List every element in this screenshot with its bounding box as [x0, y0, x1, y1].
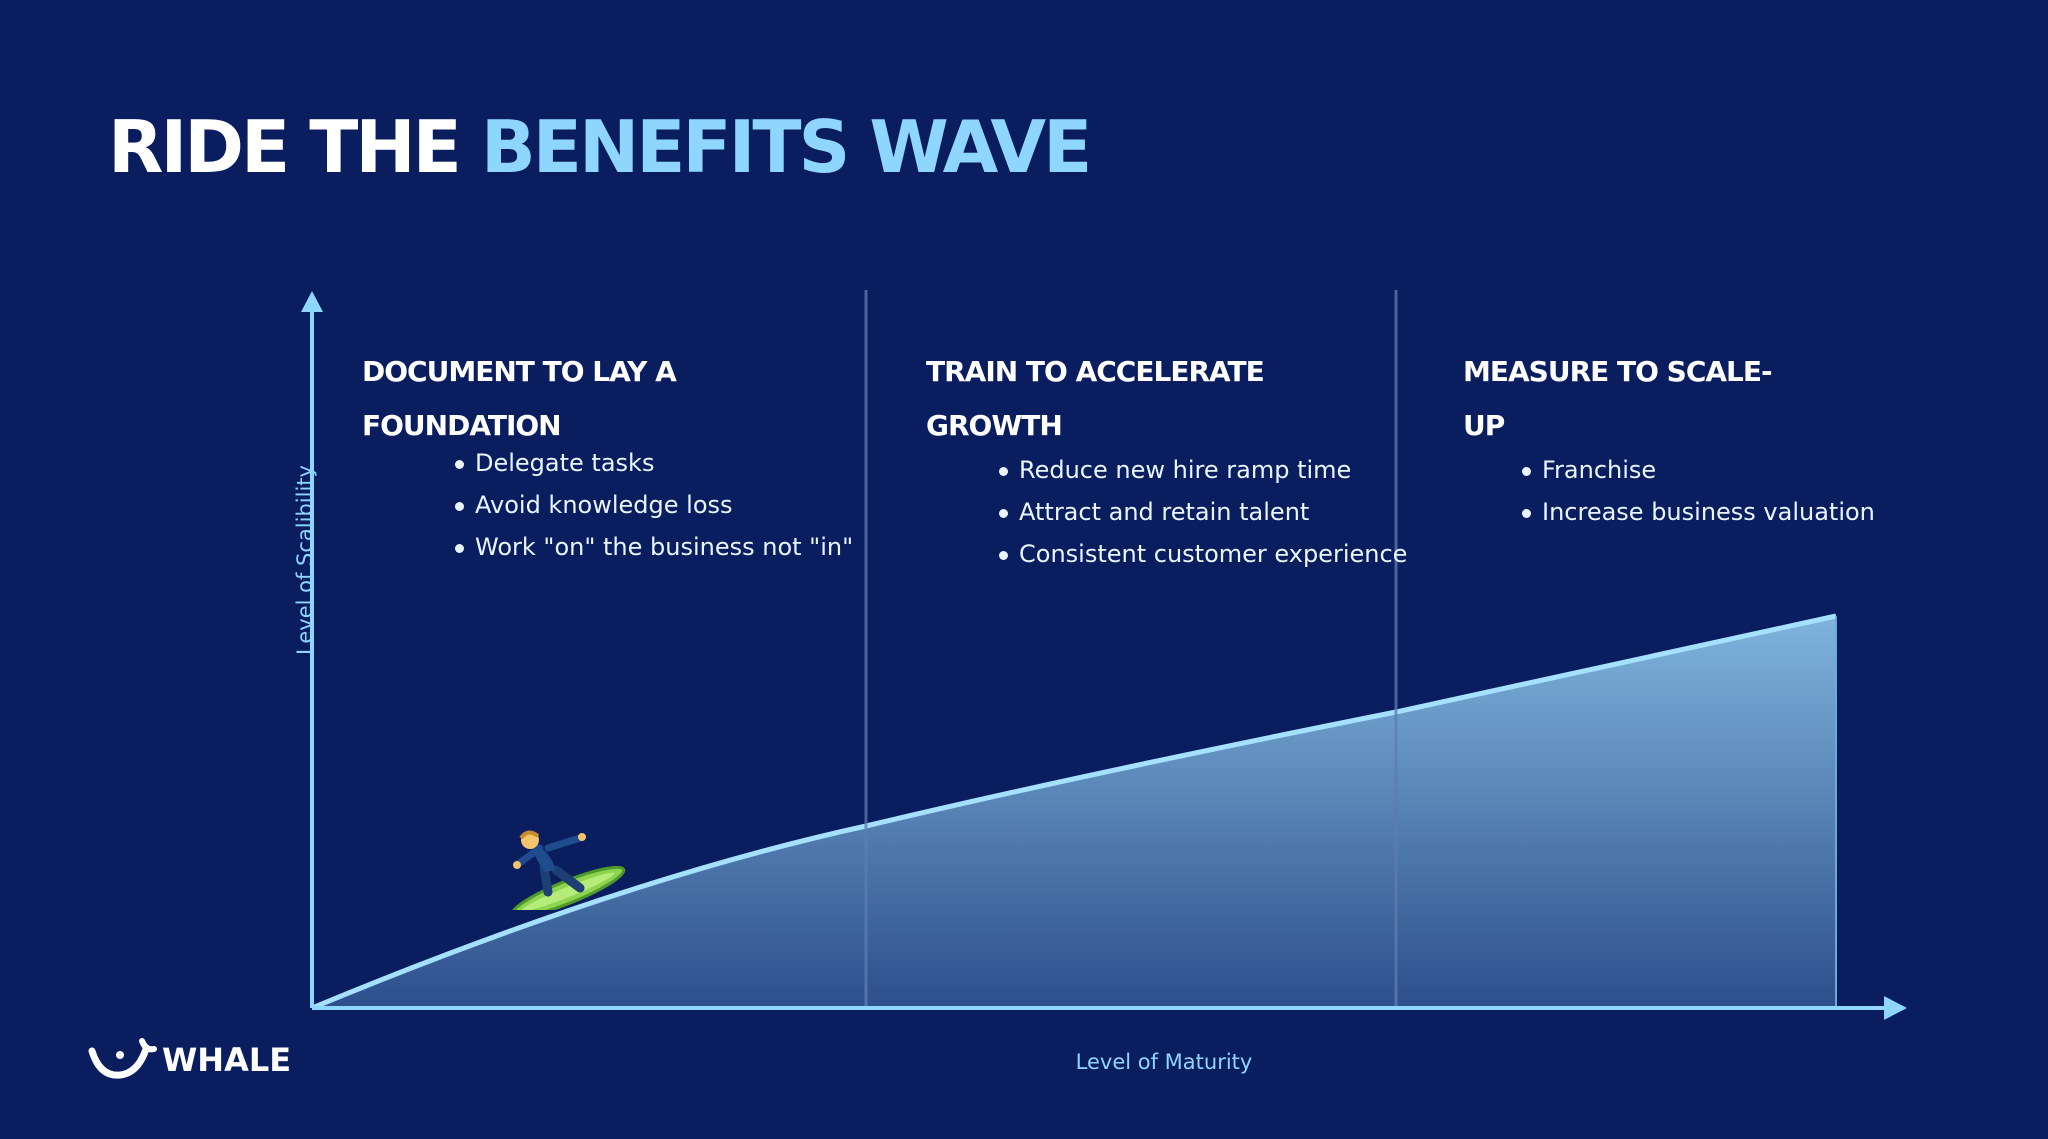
- stage-2-bullet-1: Reduce new hire ramp time: [999, 449, 1407, 491]
- y-axis-label: Level of Scalibility: [293, 465, 317, 655]
- stage-1-heading-line1: DOCUMENT TO LAY A: [362, 355, 677, 388]
- stage-1-bullet-3: Work "on" the business not "in": [455, 526, 853, 568]
- stage-2-heading-line2: GROWTH: [926, 409, 1063, 442]
- whale-logo: WHALE: [86, 1035, 306, 1085]
- stage-3-bullet-1: Franchise: [1522, 449, 1875, 491]
- stage-2-bullet-2: Attract and retain talent: [999, 491, 1407, 533]
- slide-title-part1: RIDE THE: [108, 105, 481, 189]
- x-axis-label: Level of Maturity: [1075, 1050, 1253, 1074]
- stage-2-heading: TRAIN TO ACCELERATE GROWTH: [926, 345, 1265, 453]
- stage-3-heading-line1: MEASURE TO SCALE-: [1463, 355, 1773, 388]
- y-axis-arrow: [301, 291, 323, 312]
- stage-2-heading-line1: TRAIN TO ACCELERATE: [926, 355, 1265, 388]
- stage-3-heading-line2: UP: [1463, 409, 1505, 442]
- surfer-icon: [510, 830, 626, 910]
- stage-1-bullet-1: Delegate tasks: [455, 442, 853, 484]
- logo-text: WHALE: [162, 1041, 292, 1079]
- stage-1-heading: DOCUMENT TO LAY A FOUNDATION: [362, 345, 677, 453]
- stage-3-heading: MEASURE TO SCALE- UP: [1463, 345, 1773, 453]
- stage-2-bullets: Reduce new hire ramp time Attract and re…: [999, 449, 1407, 575]
- slide-title: RIDE THE BENEFITS WAVE: [108, 92, 1092, 202]
- x-axis-arrow: [1884, 996, 1907, 1020]
- slide-title-part2: BENEFITS WAVE: [480, 105, 1092, 189]
- stage-1-bullet-2: Avoid knowledge loss: [455, 484, 853, 526]
- whale-logo-icon: [88, 1038, 157, 1079]
- stage-2-bullet-3: Consistent customer experience: [999, 533, 1407, 575]
- stage-3-bullets: Franchise Increase business valuation: [1522, 449, 1875, 533]
- stage-1-heading-line2: FOUNDATION: [362, 409, 562, 442]
- benefits-wave-area: [312, 616, 1836, 1008]
- stage-1-bullets: Delegate tasks Avoid knowledge loss Work…: [455, 442, 853, 568]
- stage-3-bullet-2: Increase business valuation: [1522, 491, 1875, 533]
